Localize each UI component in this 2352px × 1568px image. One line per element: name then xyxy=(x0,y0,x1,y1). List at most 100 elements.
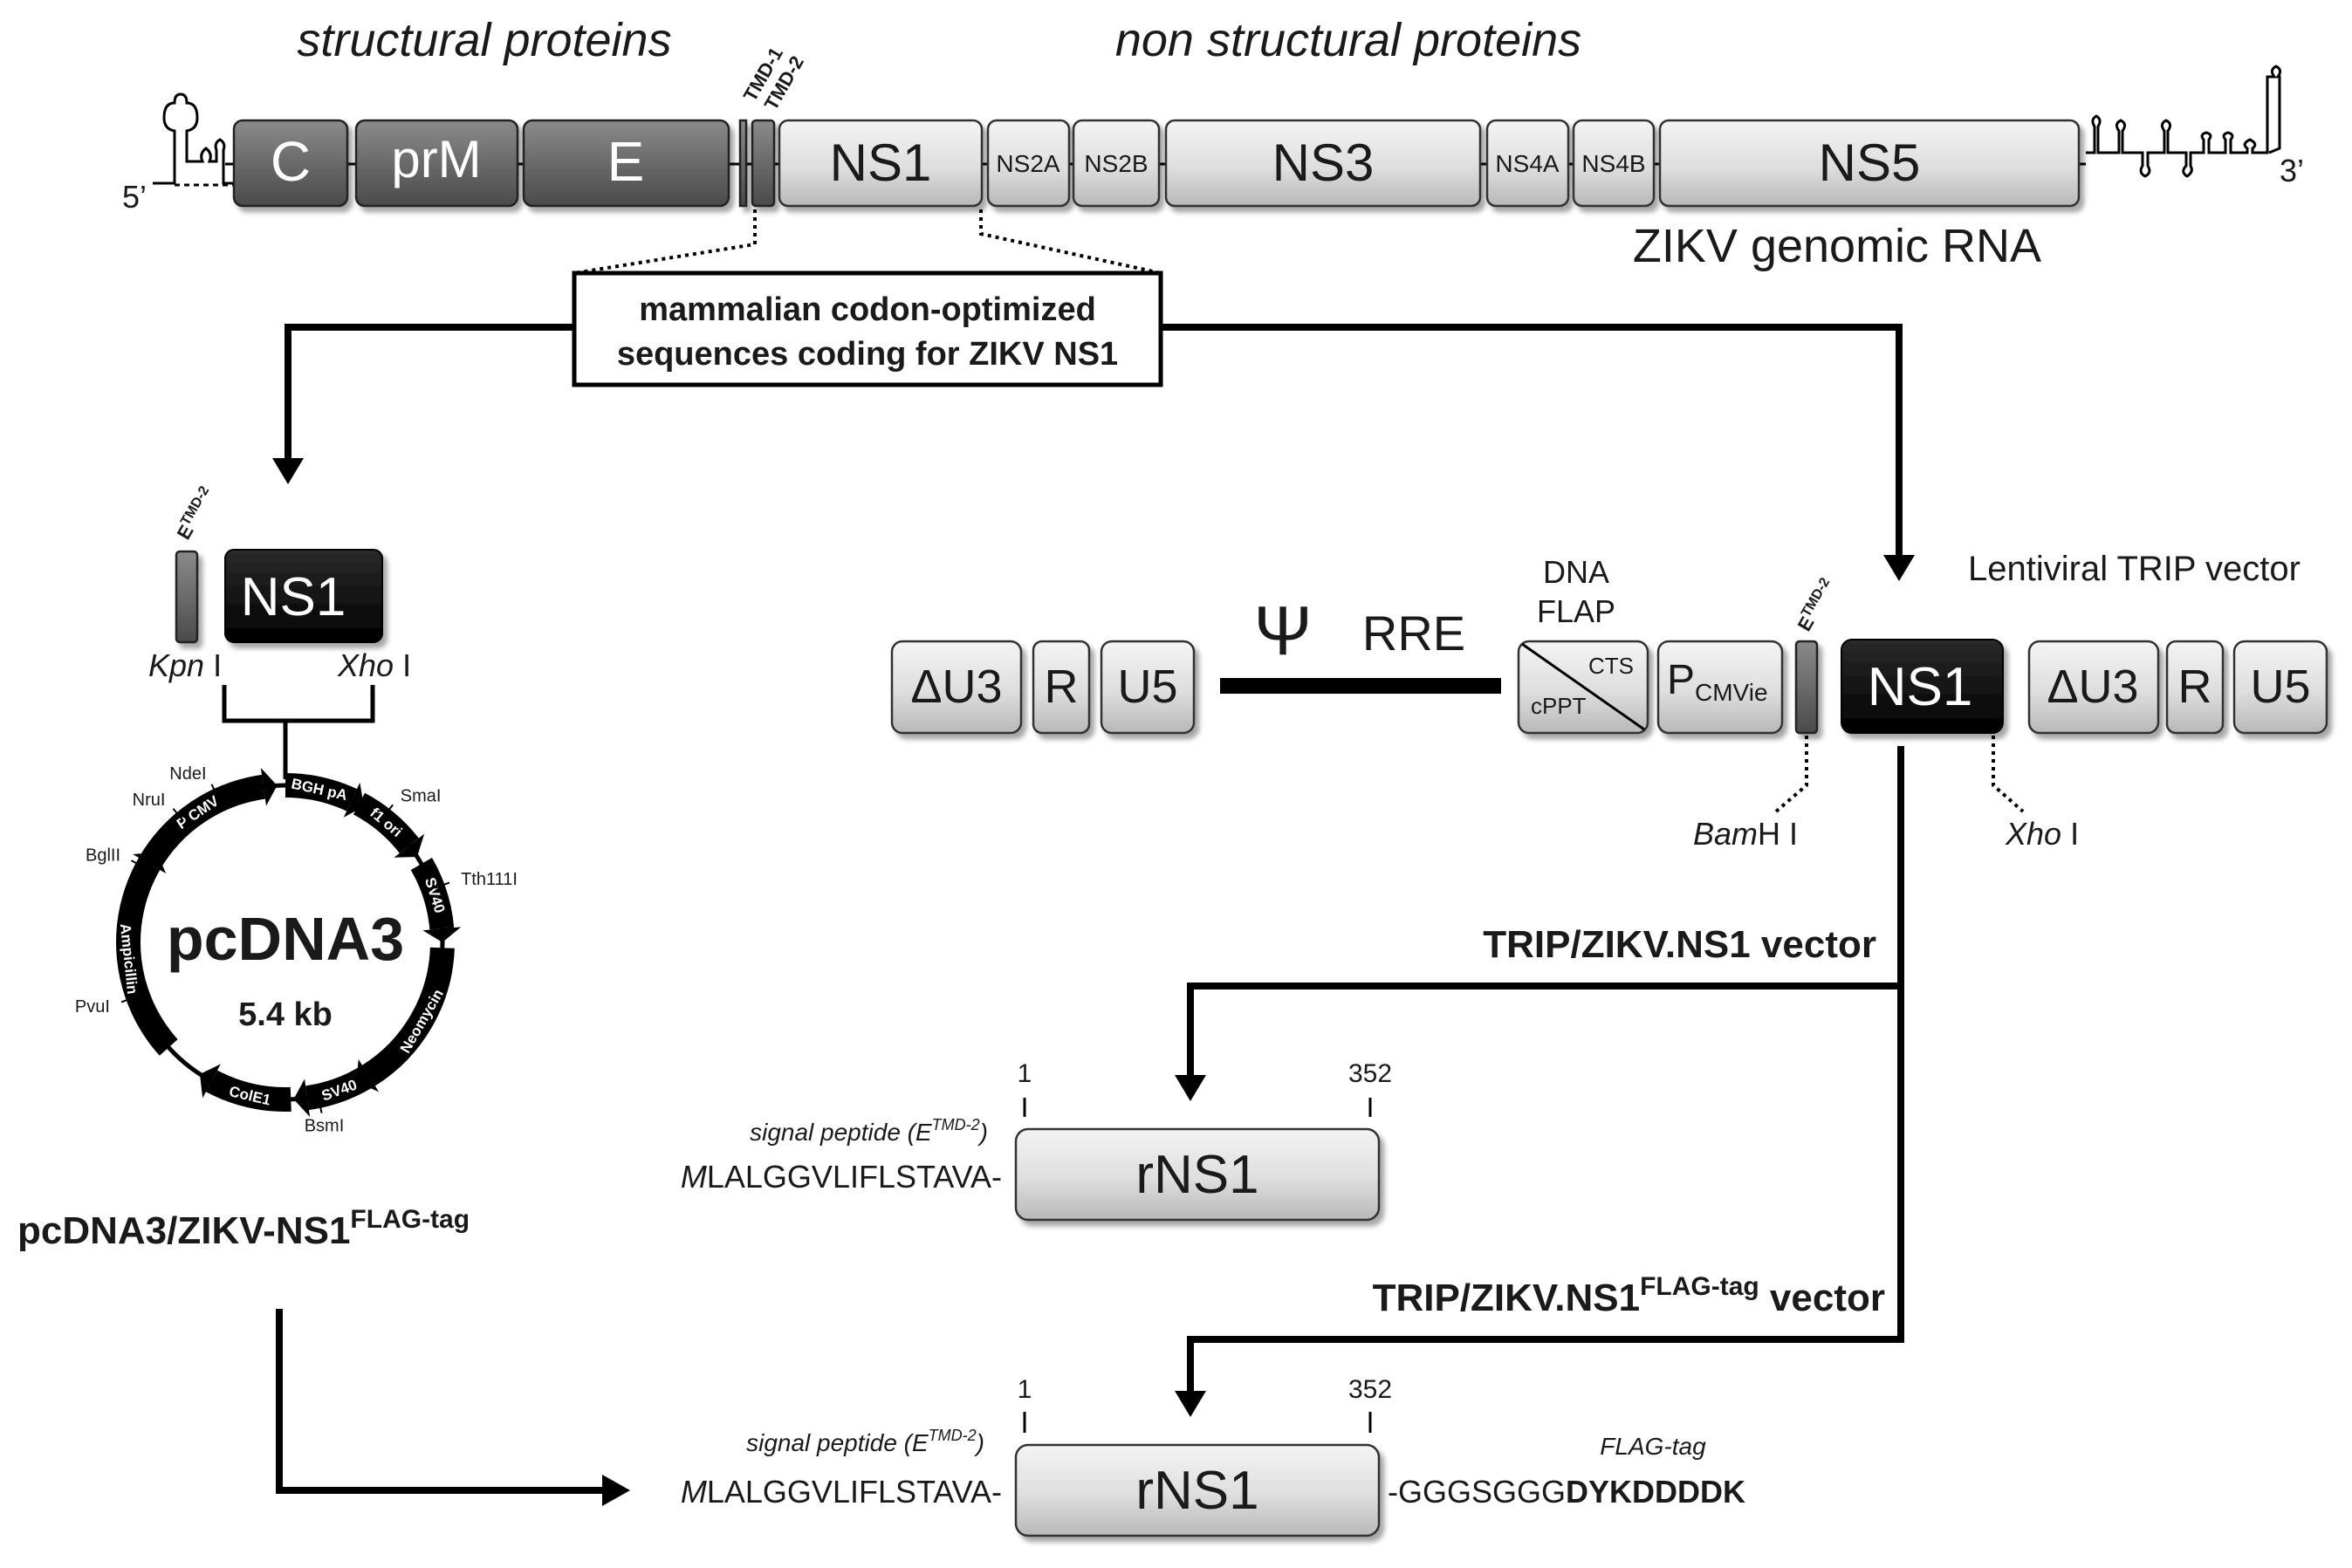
xho-site-line-lenti xyxy=(1992,736,2025,813)
segment-ns4b-label: NS4B xyxy=(1581,150,1645,177)
plasmid-site-label-6: BsmI xyxy=(305,1116,345,1135)
segment-ns4b xyxy=(1572,119,1656,208)
ltr3-delta-u3-label: ΔU3 xyxy=(2047,661,2138,713)
genome-section: structural proteins non structural prote… xyxy=(122,14,2304,275)
ltr5-delta-u3 xyxy=(890,640,1023,735)
ltr5-u5-label: U5 xyxy=(1117,661,1177,713)
psi-label: Ψ xyxy=(1254,592,1313,669)
promoter-box xyxy=(1656,640,1784,735)
plasmid-site-tick-3 xyxy=(120,996,137,1003)
structural-proteins-label: structural proteins xyxy=(297,14,671,66)
cppt-label: cPPT xyxy=(1531,693,1587,719)
three-prime-label: 3’ xyxy=(2280,153,2304,188)
arrow-pcdna-head xyxy=(602,1475,630,1506)
ltr3-u5-label: U5 xyxy=(2250,661,2310,713)
rns1-end-1: 352 xyxy=(1348,1059,1392,1088)
lentiviral-section: Lentiviral TRIP vector ΔU3 R U5 Ψ RRE DN… xyxy=(890,550,2328,852)
codon-box-line2: sequences coding for ZIKV NS1 xyxy=(617,336,1118,373)
plasmid-site-tick-2 xyxy=(130,859,146,869)
segment-prm xyxy=(354,119,519,208)
rns1-box-1 xyxy=(1014,1127,1381,1222)
ltr3-r xyxy=(2165,640,2225,735)
xho-site-label-lenti: Xho I xyxy=(2005,816,2079,852)
plasmid-site-label-4: SmaI xyxy=(401,786,442,805)
segment-ns1 xyxy=(778,119,984,208)
codon-box-line1: mammalian codon-optimized xyxy=(639,291,1096,328)
segment-c xyxy=(232,119,349,208)
genome-caption: ZIKV genomic RNA xyxy=(1633,220,2041,272)
trip1-arrow-head xyxy=(1175,1075,1206,1101)
bamh-site-line xyxy=(1774,736,1808,813)
plasmid-site-tick-1 xyxy=(172,808,184,822)
plasmid-site-label-5: Tth111I xyxy=(461,870,518,889)
segment-ns3-label: NS3 xyxy=(1272,134,1375,192)
lenti-ns1-block xyxy=(1841,639,2004,734)
plasmid-feature-3: SV40 xyxy=(410,858,462,942)
funnel-line-left xyxy=(573,209,757,275)
xho-site-label-pcdna: Xho I xyxy=(337,647,411,683)
segment-ns3 xyxy=(1164,119,1482,208)
segment-ns2b-label: NS2B xyxy=(1084,150,1148,177)
segment-ns5 xyxy=(1658,119,2081,208)
trip2-arrow-head xyxy=(1175,1391,1206,1417)
plasmid-feature-7: Ampicillin xyxy=(116,852,178,1056)
plasmid-size: 5.4 kb xyxy=(238,996,333,1033)
plasmid-site-tick-5 xyxy=(434,881,450,889)
segment-ns4a xyxy=(1485,119,1570,208)
rre-label: RRE xyxy=(1362,606,1465,661)
ltr3-u5 xyxy=(2232,640,2328,735)
plasmid-site-label-0: NdeI xyxy=(169,764,206,784)
rns1-start-1: 1 xyxy=(1018,1059,1032,1088)
promoter-label: PCMVie xyxy=(1667,657,1768,706)
lenti-etmd-segment xyxy=(1794,640,1819,735)
plasmid-feature-5: SV40 xyxy=(293,1065,375,1118)
five-prime-label: 5’ xyxy=(122,179,147,215)
plasmid-name: pcDNA3 xyxy=(167,905,404,973)
rns1-end-2: 352 xyxy=(1348,1375,1392,1404)
signal-peptide-label-2: signal peptide (ETMD-2) xyxy=(746,1427,984,1456)
plasmid-feature-6: ColE1 xyxy=(199,1064,291,1112)
plasmid-feature-0: P CMV xyxy=(138,767,278,871)
plasmid-site-label-1: NruI xyxy=(133,791,166,810)
arrow-to-pcdna-head xyxy=(272,458,304,484)
segment-ns5-label: NS5 xyxy=(1819,134,1921,192)
plasmid-feature-1: BGH pA xyxy=(285,773,364,818)
nonstructural-proteins-label: non structural proteins xyxy=(1115,14,1581,66)
arrow-to-lenti-head xyxy=(1883,555,1915,581)
trip-ns1-label: TRIP/ZIKV.NS1 vector xyxy=(1483,923,1876,966)
segment-e xyxy=(522,119,730,208)
pcdna-etmd-segment xyxy=(175,550,199,644)
plasmid-site-tick-6 xyxy=(317,1097,323,1113)
flag-tag-label: FLAG-tag xyxy=(1600,1433,1706,1460)
rns1-box-2 xyxy=(1014,1443,1381,1537)
kpn-site-label: Kpn I xyxy=(148,647,222,683)
lenti-ns1-label: NS1 xyxy=(1868,657,1973,717)
signal-sequence-2: MLALGGVLIFLSTAVA- xyxy=(681,1474,1002,1510)
lenti-title: Lentiviral TRIP vector xyxy=(1968,550,2301,588)
segment-e-label: E xyxy=(607,130,645,193)
funnel-line-right xyxy=(979,209,1162,275)
products-section: TRIP/ZIKV.NS1 vector TRIP/ZIKV.NS1FLAG-t… xyxy=(681,746,1904,1537)
pcdna-ns1-label: NS1 xyxy=(241,567,346,627)
ltr5-u5 xyxy=(1100,640,1196,735)
rns1-label-1: rNS1 xyxy=(1135,1145,1258,1205)
cts-label: CTS xyxy=(1588,653,1634,679)
segment-ns2a xyxy=(986,119,1071,208)
signal-peptide-label-1: signal peptide (ETMD-2) xyxy=(750,1116,988,1146)
pcdna-ns1-block xyxy=(224,549,383,643)
segment-ns2b xyxy=(1072,119,1161,208)
ltr5-r-label: R xyxy=(1045,661,1079,713)
five-prime-utr-icon xyxy=(153,92,236,187)
ltr3-r-label: R xyxy=(2178,661,2212,713)
dna-label: DNA xyxy=(1543,554,1609,590)
segment-prm-label: prM xyxy=(391,130,481,188)
flap-diagonal xyxy=(1521,642,1645,731)
rns1-label-2: rNS1 xyxy=(1135,1461,1258,1521)
lenti-etmd-label: ETMD-2 xyxy=(1793,575,1840,634)
ltr5-delta-u3-label: ΔU3 xyxy=(910,661,1002,713)
ltr3-delta-u3 xyxy=(2027,640,2160,735)
plasmid-feature-2: f1 ori xyxy=(353,792,425,858)
